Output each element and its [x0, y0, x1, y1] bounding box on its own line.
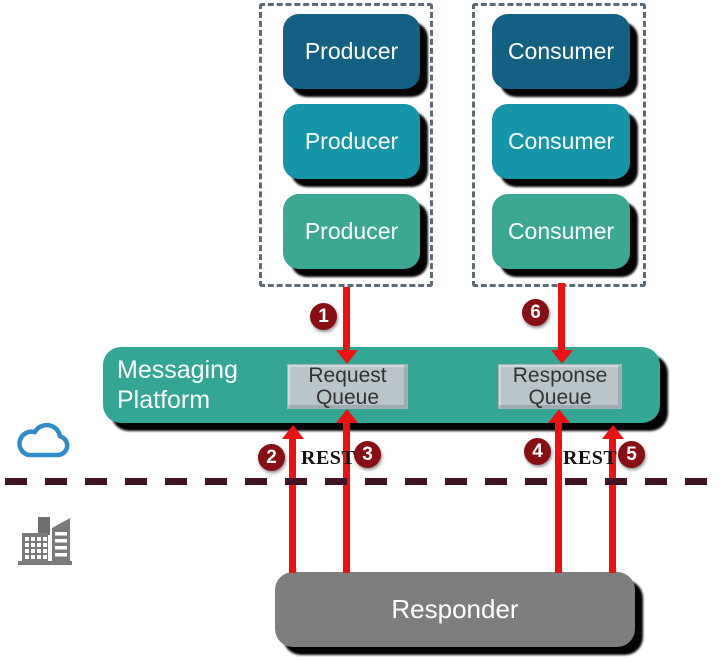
producer-box: Producer: [283, 14, 420, 89]
producer-box: Producer: [283, 194, 420, 269]
consumer-box: Consumer: [492, 14, 630, 89]
step-badge-1: 1: [310, 303, 337, 330]
step-badge-6: 6: [522, 299, 549, 326]
arrow-responder-to-response-queue: [555, 422, 562, 573]
cloud-icon: [12, 414, 78, 466]
step-badge-5: 5: [618, 441, 645, 468]
cloud-onpremises-boundary: [5, 478, 719, 485]
arrowhead-up-icon: [336, 409, 358, 423]
arrow-responder-to-platform-left: [289, 438, 296, 573]
step-badge-4: 4: [524, 438, 551, 465]
arrow-consumer-to-response-queue: [558, 283, 565, 350]
consumer-box: Consumer: [492, 104, 630, 179]
producer-label: Producer: [304, 38, 399, 64]
arrowhead-down-icon: [551, 350, 573, 364]
request-queue-label: Request Queue: [308, 363, 387, 409]
office-building-icon: [12, 504, 80, 572]
step-badge-3: 3: [354, 441, 381, 468]
arrowhead-down-icon: [336, 350, 358, 364]
producer-group-border: [259, 3, 433, 287]
producer-box: Producer: [283, 104, 420, 179]
consumer-label: Consumer: [507, 128, 615, 154]
request-queue-box: Request Queue: [287, 364, 408, 409]
producer-label: Producer: [304, 128, 399, 154]
arrowhead-up-icon: [282, 425, 304, 439]
step-badge-2: 2: [258, 444, 285, 471]
arrow-producer-to-request-queue: [343, 287, 350, 350]
consumer-box: Consumer: [492, 194, 630, 269]
messaging-platform-label: Messaging Platform: [117, 356, 238, 414]
arrowhead-up-icon: [602, 425, 624, 439]
rest-label-left: REST: [301, 447, 356, 469]
arrow-responder-to-request-queue: [343, 422, 350, 573]
consumer-label: Consumer: [507, 38, 615, 64]
producer-label: Producer: [304, 218, 399, 244]
responder-label: Responder: [391, 594, 519, 624]
response-queue-box: Response Queue: [498, 364, 622, 409]
arrow-responder-to-platform-right: [609, 438, 616, 573]
response-queue-label: Response Queue: [512, 363, 608, 409]
rest-label-right: REST: [563, 447, 618, 469]
responder-box: Responder: [275, 572, 635, 647]
consumer-label: Consumer: [507, 218, 615, 244]
arrowhead-up-icon: [548, 409, 570, 423]
